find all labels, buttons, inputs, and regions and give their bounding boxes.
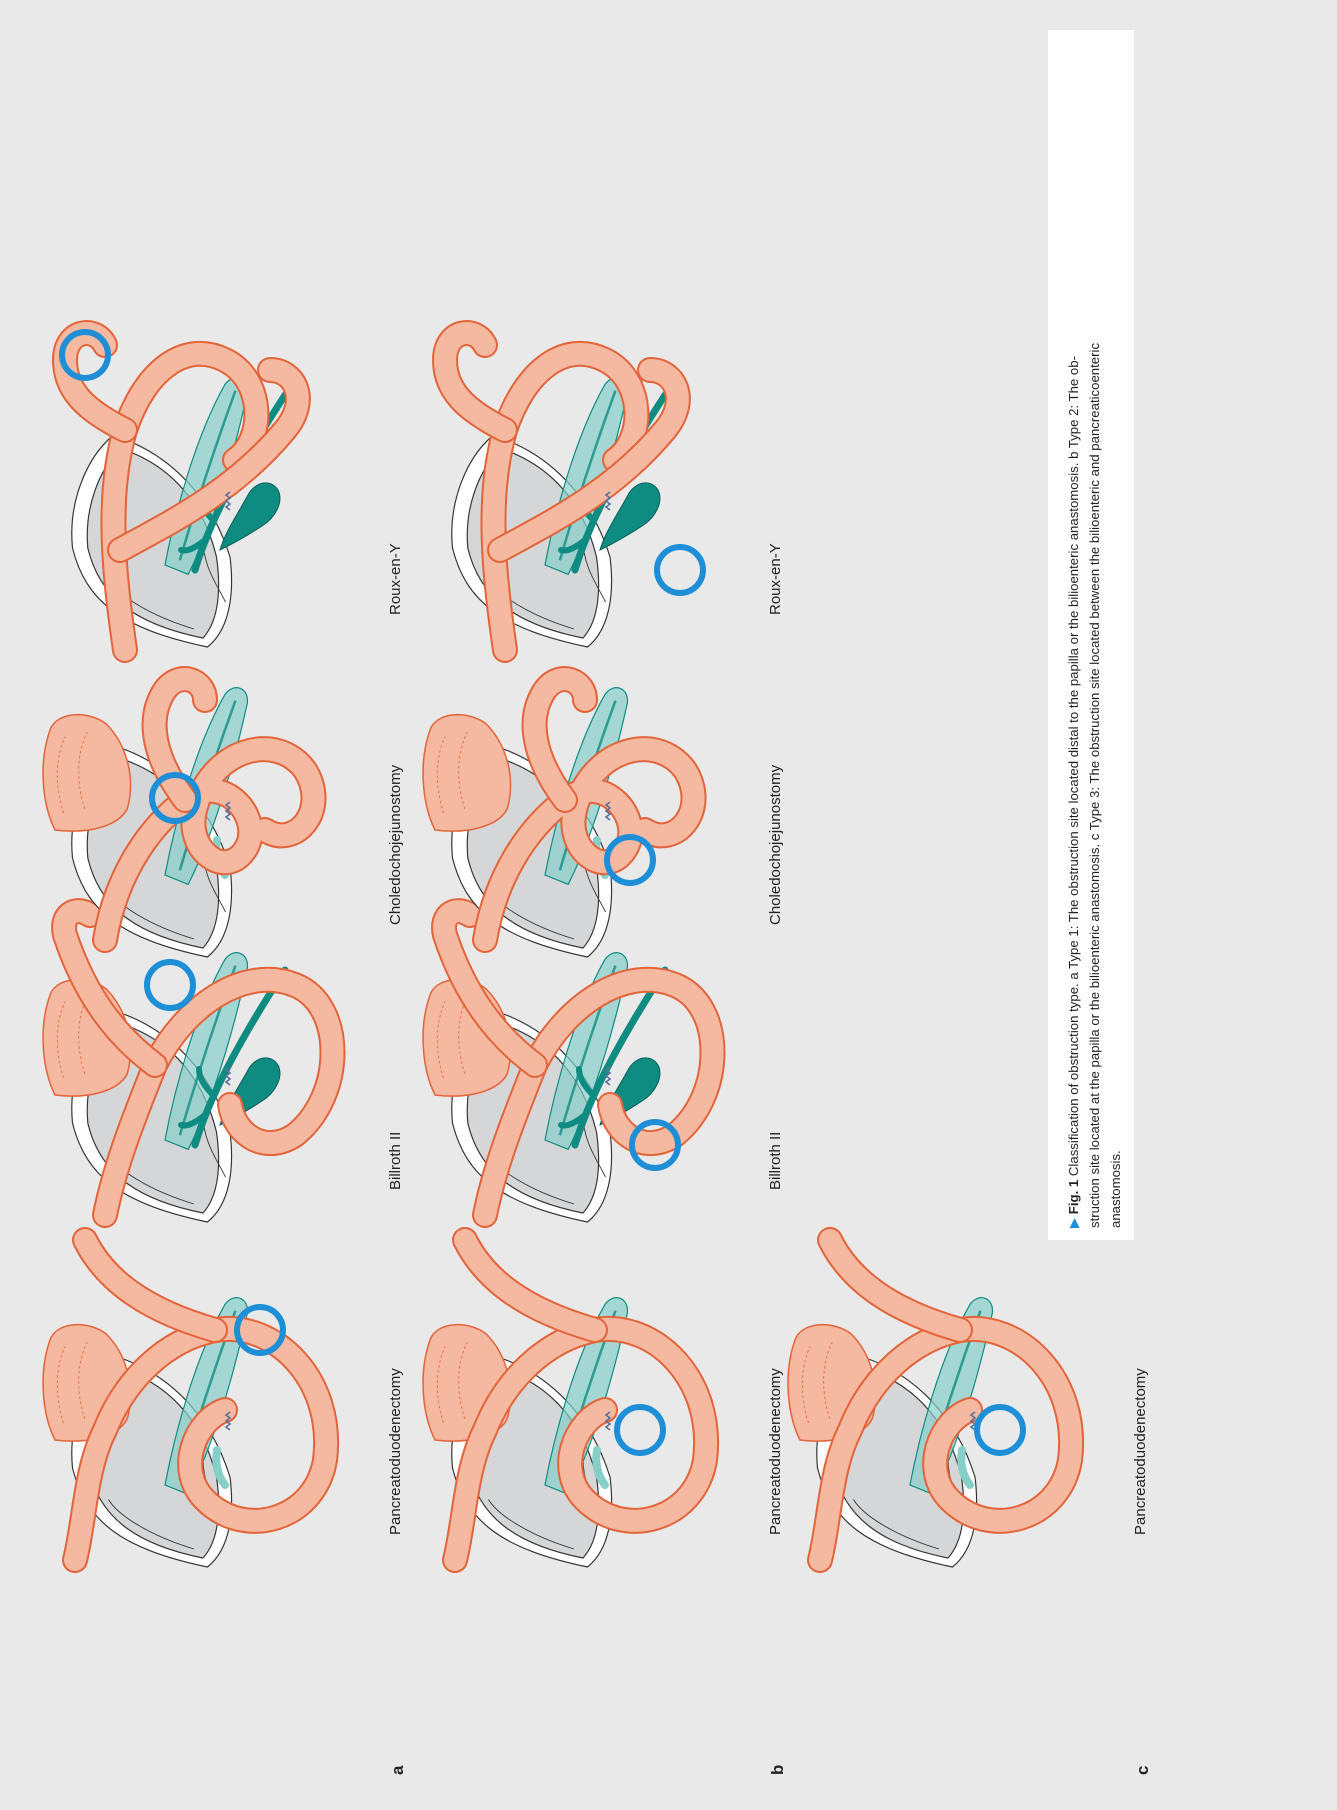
caption-line-1: ▶ Fig. 1 Classification of obstruction t… [1066,356,1081,1228]
caption-fig-label: Fig. 1 [1066,1180,1081,1214]
row-label-b: b [768,1765,787,1775]
procedure-label: Roux-en-Y [767,543,784,615]
obstruction-ring-icon [147,962,193,1008]
caption-text: anastomosis. [1108,1150,1123,1228]
illustration-panels [43,332,1071,1567]
obstruction-ring-icon [977,1407,1023,1453]
obstruction-ring-icon [657,547,703,593]
caption-line-2: struction site located at the papilla or… [1087,343,1102,1228]
procedure-label: Billroth II [767,1132,784,1190]
row-label-c: c [1133,1766,1152,1775]
procedure-label: Pancreatoduodenectomy [767,1368,784,1535]
panel-c-pd [788,1240,1071,1567]
procedure-label: Pancreatoduodenectomy [387,1368,404,1535]
row-label-a: a [388,1765,407,1775]
obstruction-ring-icon [617,1407,663,1453]
caption-text: Classification of obstruction type. a Ty… [1066,356,1081,1180]
panel-a-b2 [43,911,332,1222]
caption-text: struction site located at the papilla or… [1087,343,1102,1228]
procedure-label: Pancreatoduodenectomy [1132,1368,1149,1535]
panel-b-b2 [423,911,712,1222]
procedure-label: Choledochojejunostomy [387,764,404,925]
procedure-label: Roux-en-Y [387,543,404,615]
panel-b-ry [445,333,703,650]
procedure-label: Billroth II [387,1132,404,1190]
panel-b-pd [423,1240,706,1567]
caption-marker-icon: ▶ [1066,1214,1081,1228]
caption-line-3: anastomosis. [1108,1150,1123,1228]
procedure-label: Choledochojejunostomy [767,764,784,925]
panel-a-pd [43,1240,326,1567]
stomach-illustration [423,715,510,831]
stomach-illustration [43,715,130,831]
panel-a-ry [62,332,298,650]
